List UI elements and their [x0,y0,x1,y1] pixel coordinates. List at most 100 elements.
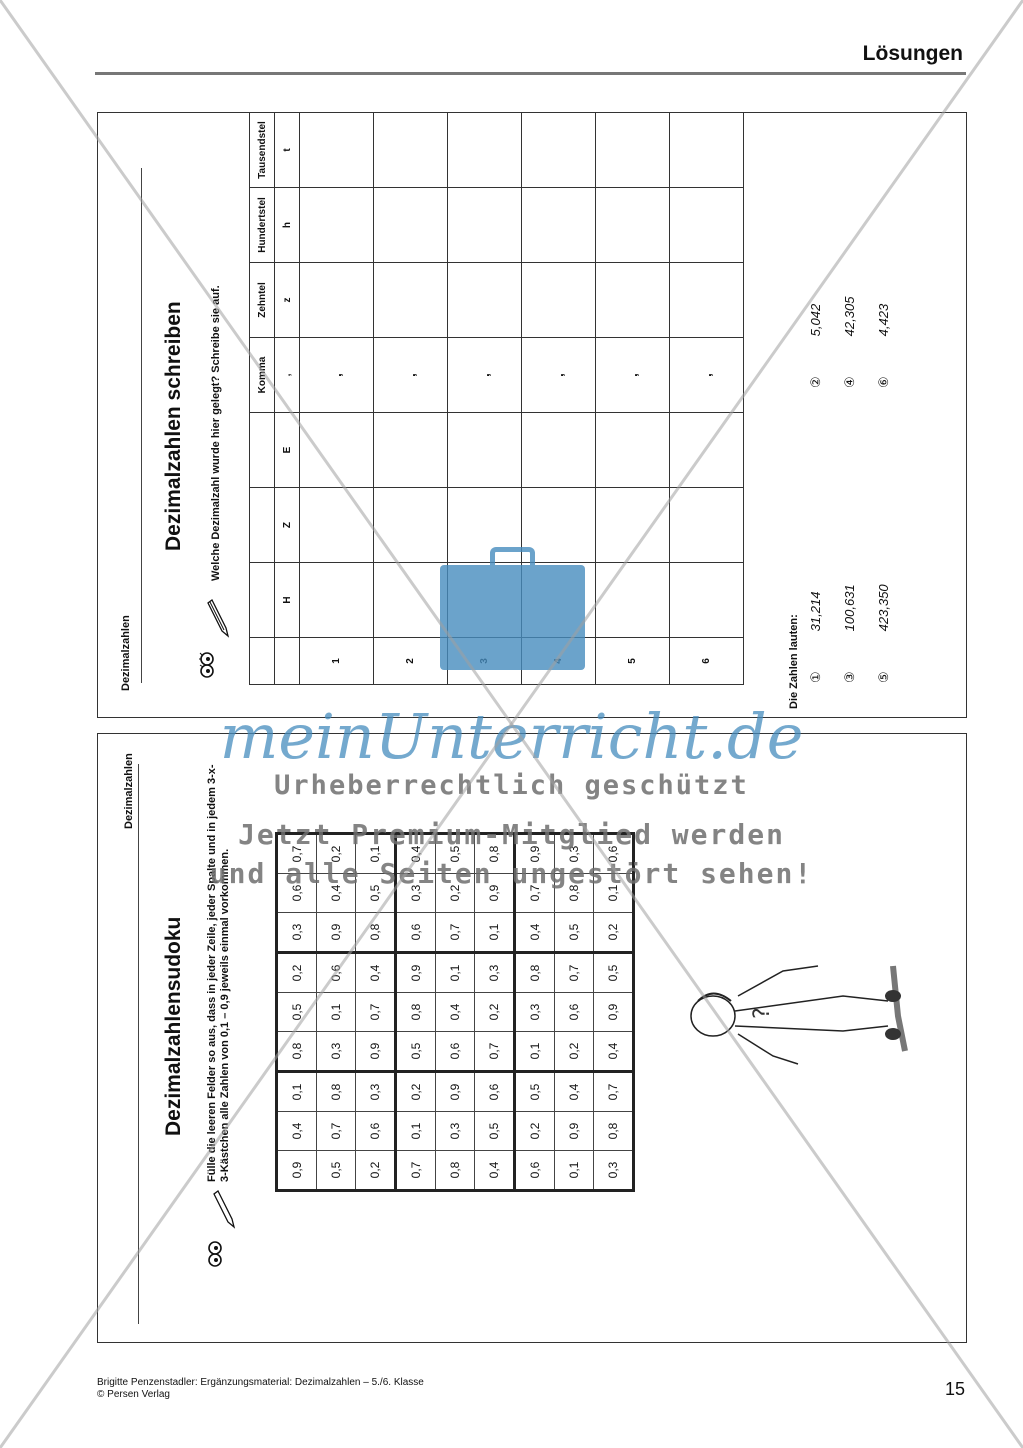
place-cell [521,412,596,488]
watermark-line3: und alle Seiten ungestört sehen! [209,857,814,890]
sudoku-cell: 0,2 [474,992,515,1032]
place-cell [373,487,448,563]
sudoku-cell: 0,4 [593,1031,634,1072]
sudoku-cell: 0,7 [554,952,594,993]
sudoku-cell: 0,2 [276,952,317,993]
place-cell [373,412,448,488]
sudoku-cell: 0,1 [276,1071,317,1112]
sudoku-cell: 0,9 [593,992,634,1032]
th-z [249,487,275,563]
watermark-line1: Urheberrechtlich geschützt [274,770,749,801]
sudoku-cell: 0,3 [355,1071,396,1112]
sudoku-cell: 0,2 [593,912,634,953]
comma-cell: , [595,337,670,413]
place-cell [669,112,744,188]
eyes-icon [198,651,226,678]
sudoku-cell: 0,7 [355,992,396,1032]
section-label: Dezimalzahlen [120,615,132,691]
sudoku-cell: 0,3 [435,1111,475,1151]
place-cell [373,187,448,263]
place-cell [299,187,374,263]
place-cell [299,487,374,563]
sudoku-cell: 0,4 [474,1150,515,1191]
answer-value: 42,305 [842,296,857,337]
sudoku-cell: 0,4 [355,952,396,993]
sudoku-cell: 0,6 [514,1150,555,1191]
row-number: 2 [373,637,448,685]
header-rule [95,72,966,75]
sudoku-cell: 0,5 [395,1031,436,1072]
watermark-line2: Jetzt Premium-Mitglied werden [238,818,785,851]
place-cell [521,187,596,263]
worksheet-title: Dezimalzahlen schreiben [162,301,185,551]
place-cell [669,487,744,563]
place-cell [521,262,596,338]
place-cell [447,412,522,488]
place-value-row: 1, [299,112,374,685]
sudoku-cell: 0,9 [395,952,436,993]
place-cell [299,262,374,338]
sudoku-cell: 0,7 [395,1150,436,1191]
th-e [249,412,275,488]
header-title: Lösungen [862,42,963,65]
place-value-row: 5, [595,112,670,685]
answer-item: ⑥4,423 [876,304,892,388]
watermark-logo: meinUnterricht.de [219,700,804,773]
sudoku-cell: 0,7 [474,1031,515,1072]
sudoku-cell: 0,6 [554,992,594,1032]
sudoku-cell: 0,8 [514,952,555,993]
sudoku-cell: 0,4 [276,1111,317,1151]
sudoku-cell: 0,5 [316,1150,356,1191]
sub-zehntel: z [274,262,300,338]
answer-value: 423,350 [876,584,891,632]
answer-item: ⑤423,350 [876,584,892,683]
answers-label: Die Zahlen lauten: [788,614,800,709]
sudoku-cell: 0,1 [316,992,356,1032]
sudoku-cell: 0,7 [593,1071,634,1112]
page-number: 15 [944,1379,965,1399]
sudoku-cell: 0,2 [395,1071,436,1112]
sudoku-cell: 0,8 [276,1031,317,1072]
sudoku-cell: 0,1 [554,1150,594,1191]
pencil-icon [206,598,232,638]
place-cell [373,112,448,188]
place-cell [595,412,670,488]
row-number: 6 [669,637,744,685]
sub-z: Z [274,487,300,563]
sudoku-cell: 0,9 [316,912,356,953]
footer-publisher: © Persen Verlag [97,1389,170,1400]
sudoku-cell: 0,3 [316,1031,356,1072]
sudoku-cell: 0,8 [316,1071,356,1112]
sudoku-cell: 0,9 [554,1111,594,1151]
comma-cell: , [299,337,374,413]
comma-cell: , [373,337,448,413]
sudoku-cell: 0,3 [514,992,555,1032]
th-tausendstel: Tausendstel [249,112,275,188]
sudoku-cell: 0,5 [276,992,317,1032]
sudoku-cell: 0,7 [316,1111,356,1151]
answer-index: ③ [842,671,857,683]
svg-text:?: ? [750,1007,775,1019]
sudoku-cell: 0,6 [395,912,436,953]
answer-index: ⑥ [876,376,891,388]
sudoku-cell: 0,1 [395,1111,436,1151]
answer-item: ④42,305 [842,297,858,388]
sudoku-cell: 0,9 [276,1150,317,1191]
place-cell [595,562,670,638]
place-cell [669,562,744,638]
th-zehntel: Zehntel [249,262,275,338]
place-cell [521,112,596,188]
sub-hundertstel: h [274,187,300,263]
place-cell [447,112,522,188]
sudoku-cell: 0,2 [355,1150,396,1191]
place-cell [595,187,670,263]
sub-comma: , [274,337,300,413]
confused-person-illustration: ? [643,956,913,1076]
answer-value: 100,631 [842,584,857,632]
place-cell [595,112,670,188]
worksheet-instruction: Welche Dezimalzahl wurde hier gelegt? Sc… [210,285,222,581]
th-komma: Komma [249,337,275,413]
comma-cell: , [521,337,596,413]
section-rule [141,168,142,683]
place-cell [373,262,448,338]
